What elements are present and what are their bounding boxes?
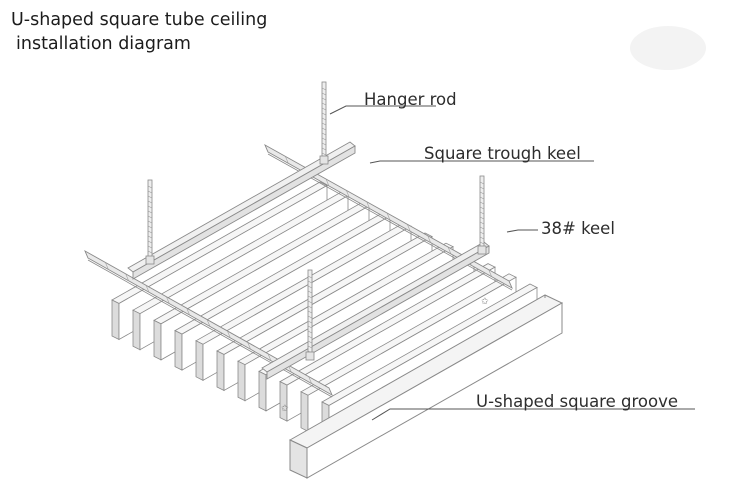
hanger-rod-front <box>305 269 315 361</box>
label-38-keel: 38# keel <box>541 219 615 238</box>
leader-square-trough-keel <box>369 160 594 164</box>
keel-38-group <box>84 143 513 398</box>
title-line-2: installation diagram <box>16 34 191 54</box>
square-trough-keel-bar-right <box>261 241 490 380</box>
marker-star-left: ✩ <box>281 404 289 414</box>
leader-38-keel <box>506 229 538 233</box>
leader-hanger-rod <box>329 105 436 115</box>
leader-u-groove <box>371 408 695 421</box>
hanger-rod-right <box>477 175 487 255</box>
label-square-trough-keel: Square trough keel <box>424 144 581 163</box>
leader-lines <box>329 105 695 421</box>
keel-38-bar-near <box>84 249 333 398</box>
label-hanger-rod: Hanger rod <box>364 90 457 109</box>
hanger-rod-left <box>145 179 155 265</box>
title-line-1: U-shaped square tube ceiling <box>11 10 268 30</box>
hanger-rod-group <box>145 81 487 361</box>
marker-star-right: ✩ <box>481 297 489 307</box>
background-smudge <box>630 26 706 70</box>
label-u-groove: U-shaped square groove <box>476 392 678 411</box>
diagram-title: U-shaped square tube ceiling installatio… <box>11 8 267 56</box>
single-u-groove-panel <box>288 294 564 479</box>
square-trough-keel-group <box>127 141 490 380</box>
u-groove-panel-group <box>111 181 538 443</box>
square-trough-keel-bar-left <box>127 141 356 280</box>
hanger-rod-back <box>319 81 329 165</box>
